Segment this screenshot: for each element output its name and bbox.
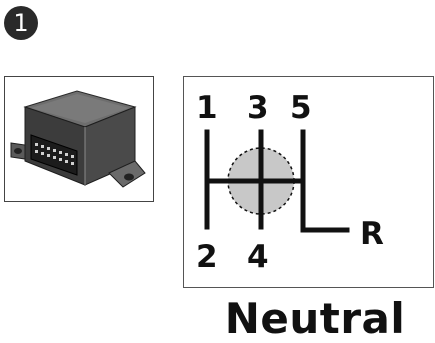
shift-pattern-panel: 1 3 5 2 4 R (183, 76, 434, 288)
shift-gate-lines (204, 129, 350, 233)
gear-label-2: 2 (196, 239, 218, 275)
gear-label-5: 5 (290, 90, 312, 126)
gear-position-caption: Neutral (224, 294, 406, 343)
control-module-panel (4, 76, 154, 202)
gear-label-4: 4 (247, 239, 269, 275)
gear-label-3: 3 (247, 90, 269, 126)
gear-label-reverse: R (360, 216, 384, 252)
step-number-badge: 1 (4, 6, 38, 40)
gear-shift-pattern: 1 3 5 2 4 R (196, 90, 384, 275)
control-module-icon (10, 90, 146, 188)
step-number: 1 (13, 9, 29, 37)
gear-label-1: 1 (196, 90, 218, 126)
